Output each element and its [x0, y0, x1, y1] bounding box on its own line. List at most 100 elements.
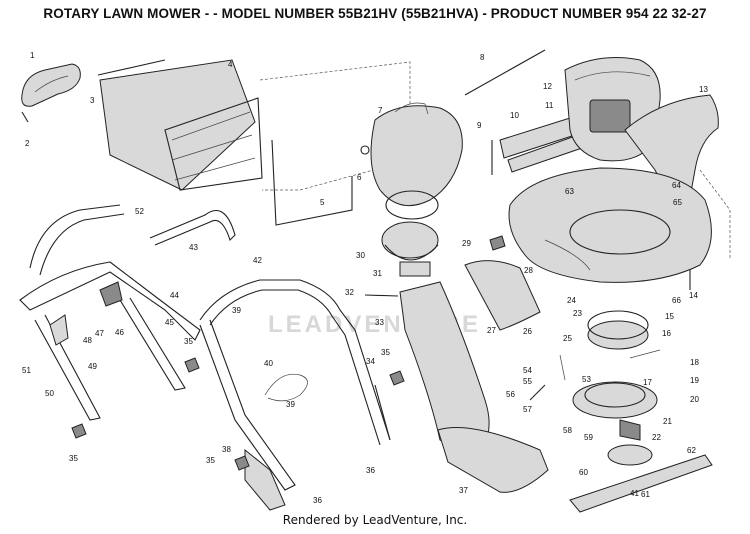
part-16-collar	[587, 310, 649, 350]
callout-41: 41	[630, 489, 639, 498]
part-17-spring	[629, 349, 661, 359]
part-60-washer	[607, 444, 653, 466]
callout-47: 47	[95, 329, 104, 338]
callout-45: 45	[165, 318, 174, 327]
part-5-frame	[271, 139, 353, 226]
callout-17: 17	[643, 378, 652, 387]
callout-4: 4	[228, 60, 233, 69]
callout-8: 8	[480, 53, 485, 62]
callout-64: 64	[672, 181, 681, 190]
part-13-rear-flap	[624, 94, 719, 227]
callout-55: 55	[523, 377, 532, 386]
callout-52: 52	[135, 207, 144, 216]
callout-18: 18	[690, 358, 699, 367]
part-38-bracket	[244, 448, 286, 511]
diagram-title: ROTARY LAWN MOWER - - MODEL NUMBER 55B21…	[43, 6, 707, 21]
callout-23: 23	[573, 309, 582, 318]
part-22-hub	[619, 419, 641, 441]
part-3-rod	[97, 59, 166, 76]
callout-50: 50	[45, 389, 54, 398]
part-30-mulch-plug	[381, 221, 439, 277]
callout-57: 57	[523, 405, 532, 414]
part-48-lever	[49, 314, 69, 346]
callout-11: 11	[545, 101, 554, 110]
callout-12: 12	[543, 82, 552, 91]
callout-39b: 39	[286, 400, 295, 409]
callout-14: 14	[689, 291, 698, 300]
part-63-deck	[508, 167, 712, 283]
callout-38: 38	[222, 445, 231, 454]
part-32-pin	[364, 294, 399, 297]
part-46-cam	[99, 281, 123, 307]
callout-60: 60	[579, 468, 588, 477]
callout-6: 6	[357, 173, 362, 182]
callout-10: 10	[510, 111, 519, 120]
callout-36a: 36	[366, 466, 375, 475]
part-43-upper-handle	[149, 210, 236, 246]
part-37-side-plate	[437, 427, 549, 493]
callout-65: 65	[673, 198, 682, 207]
callout-36b: 36	[313, 496, 322, 505]
callout-58: 58	[563, 426, 572, 435]
part-27-deflector	[464, 260, 541, 331]
callout-29: 29	[462, 239, 471, 248]
callout-62: 62	[687, 446, 696, 455]
part-56-screw	[529, 384, 546, 401]
callout-59: 59	[584, 433, 593, 442]
callout-19: 19	[690, 376, 699, 385]
part-6-bolt	[360, 145, 370, 155]
callout-34: 34	[366, 357, 375, 366]
callout-25: 25	[563, 334, 572, 343]
callout-35b: 35	[381, 348, 390, 357]
callout-3: 3	[90, 96, 95, 105]
callout-56: 56	[506, 390, 515, 399]
part-1-grip	[21, 63, 81, 107]
callout-63: 63	[565, 187, 574, 196]
part-45-lower-handle	[19, 204, 201, 421]
part-53-spring	[559, 354, 566, 381]
part-34-clamp	[374, 384, 391, 441]
callout-46: 46	[115, 328, 124, 337]
callout-43: 43	[189, 243, 198, 252]
callout-28: 28	[524, 266, 533, 275]
callout-32: 32	[345, 288, 354, 297]
callout-66: 66	[672, 296, 681, 305]
callout-15: 15	[665, 312, 674, 321]
callout-61: 61	[641, 490, 650, 499]
callout-7: 7	[378, 106, 383, 115]
callout-24: 24	[567, 296, 576, 305]
callout-5: 5	[320, 198, 325, 207]
callout-33: 33	[375, 318, 384, 327]
callout-40: 40	[264, 359, 273, 368]
footer-credit: Rendered by LeadVenture, Inc.	[282, 513, 468, 527]
callout-42: 42	[253, 256, 262, 265]
callout-31: 31	[373, 269, 382, 278]
callout-30: 30	[356, 251, 365, 260]
part-62-blade	[569, 454, 713, 513]
callout-44: 44	[170, 291, 179, 300]
part-4-grass-bag	[99, 59, 263, 191]
part-7-chute	[370, 102, 463, 220]
callout-26: 26	[523, 327, 532, 336]
callout-16: 16	[662, 329, 671, 338]
callout-35c: 35	[69, 454, 78, 463]
callout-35a: 35	[184, 337, 193, 346]
callout-54: 54	[523, 366, 532, 375]
callout-22: 22	[652, 433, 661, 442]
callout-39a: 39	[232, 306, 241, 315]
part-35-knob	[184, 357, 200, 373]
callout-2: 2	[25, 139, 30, 148]
callout-21: 21	[663, 417, 672, 426]
part-59-adapter	[572, 381, 658, 419]
callout-51: 51	[22, 366, 31, 375]
part-29-knob	[489, 235, 506, 251]
callout-9: 9	[477, 121, 482, 130]
callout-49: 49	[88, 362, 97, 371]
callout-48: 48	[83, 336, 92, 345]
callout-20: 20	[690, 395, 699, 404]
callout-1: 1	[30, 51, 35, 60]
part-2-clip	[21, 111, 29, 123]
part-42-handle	[199, 279, 391, 491]
callout-37: 37	[459, 486, 468, 495]
